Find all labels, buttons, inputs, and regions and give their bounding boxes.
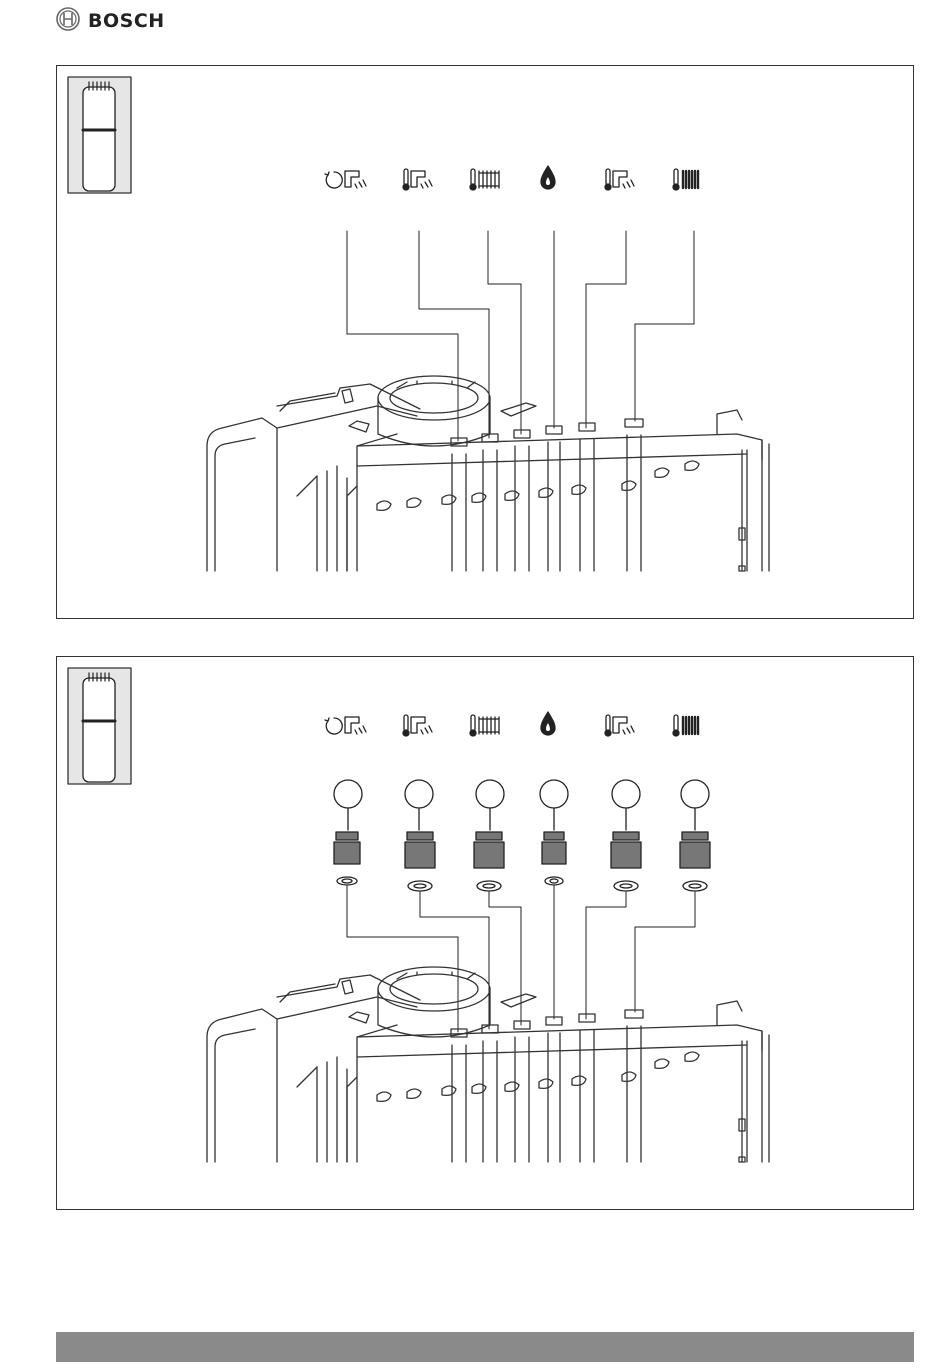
- cold-water-inlet-icon: [605, 715, 634, 736]
- boiler-device-icon: [68, 77, 131, 193]
- cold-water-inlet-icon: [605, 169, 634, 190]
- threaded-fittings: [334, 832, 710, 868]
- figure-1-drawing: [57, 66, 913, 618]
- installation-figure-2: [56, 656, 914, 1210]
- bosch-logo-icon: [56, 7, 80, 36]
- brand-name: BOSCH: [88, 10, 165, 32]
- gas-flame-icon: [541, 712, 555, 735]
- heating-return-icon: [673, 715, 698, 736]
- boiler-unit-drawing: [207, 376, 769, 571]
- hot-water-outlet-icon: [403, 715, 432, 736]
- footer-bar: [56, 1332, 914, 1362]
- boiler-device-icon: [68, 668, 131, 784]
- figure-2-drawing: [57, 657, 913, 1209]
- boiler-unit-drawing: [207, 967, 769, 1162]
- dhw-circulation-icon: [325, 171, 366, 188]
- callout-circles: [334, 780, 709, 830]
- installation-figure-1: [56, 65, 914, 619]
- dhw-circulation-icon: [325, 717, 366, 734]
- leader-lines: [347, 231, 694, 441]
- heating-flow-icon: [470, 715, 499, 736]
- page-header: BOSCH: [56, 6, 165, 36]
- heating-return-icon: [673, 169, 698, 190]
- gas-flame-icon: [541, 166, 555, 189]
- heating-flow-icon: [470, 169, 499, 190]
- hot-water-outlet-icon: [403, 169, 432, 190]
- sealing-washers: [337, 877, 707, 891]
